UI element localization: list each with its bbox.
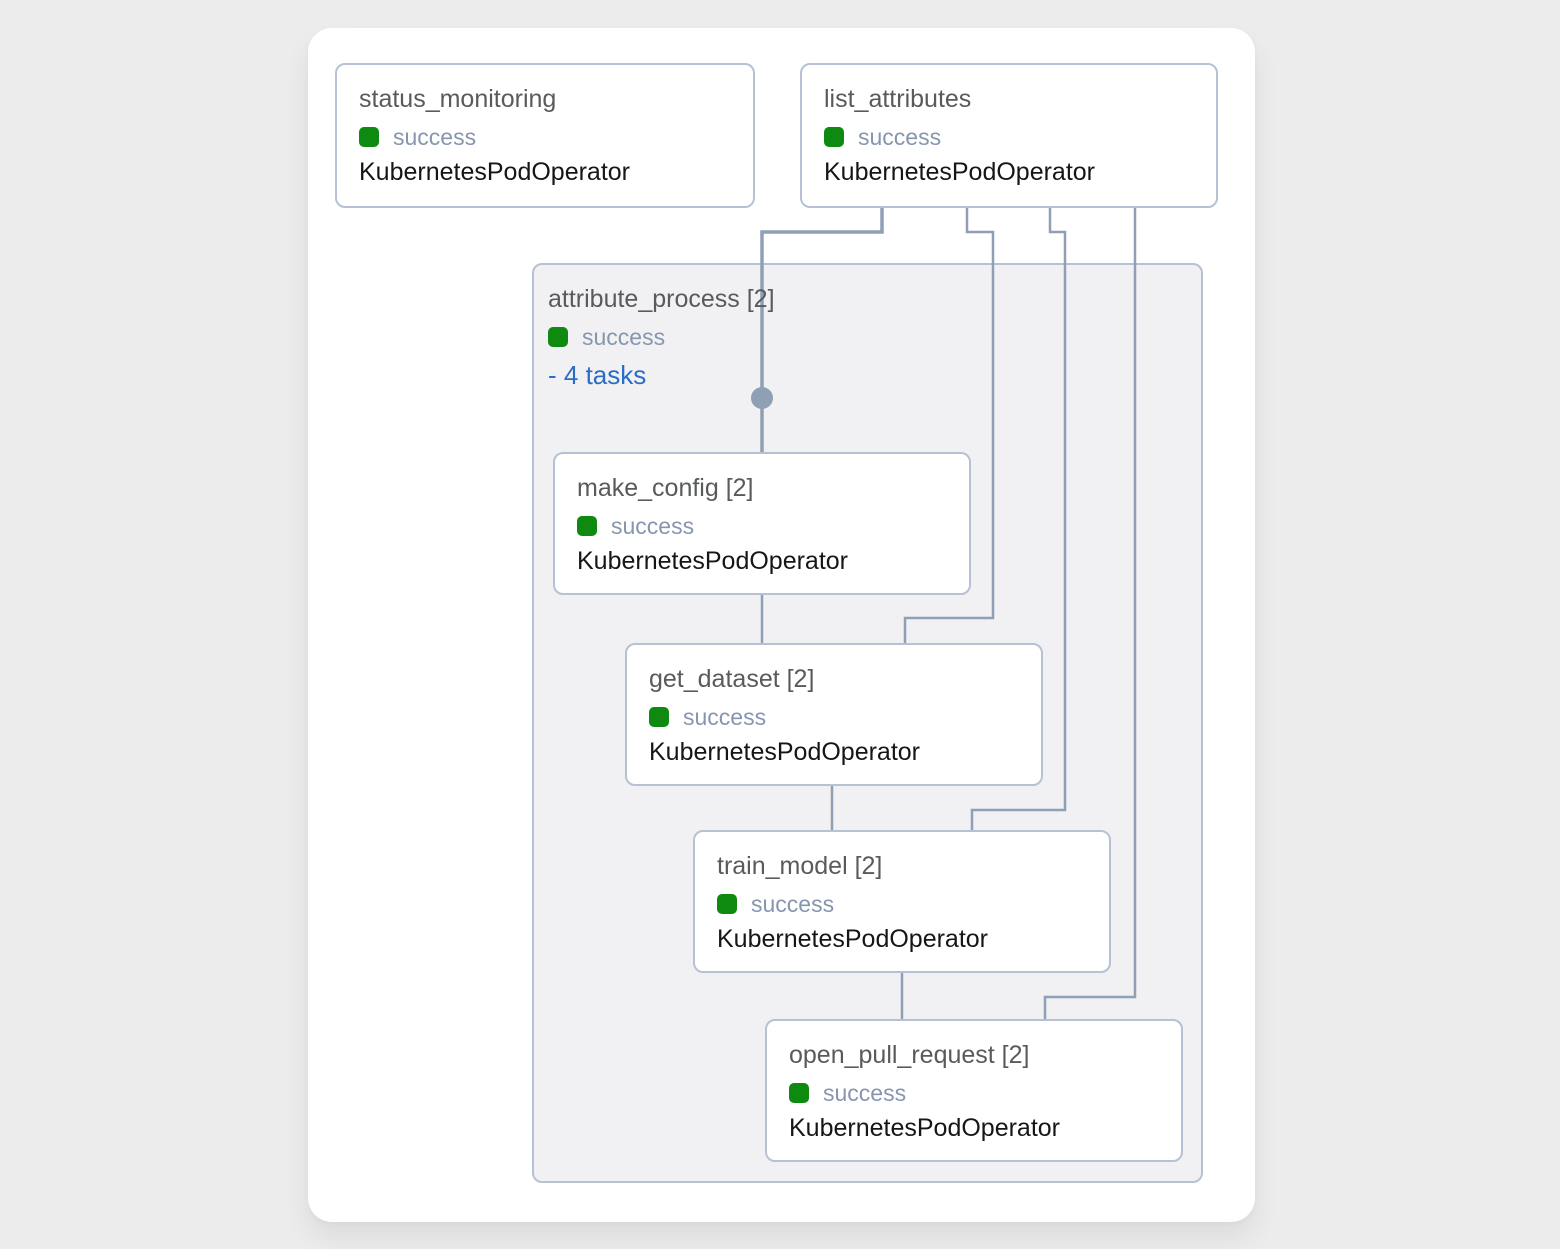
task-state: success [359, 124, 731, 150]
success-state-icon [717, 894, 737, 915]
task-title: list_attributes [824, 85, 972, 113]
task-state: success [824, 124, 1194, 150]
task-title: make_config [2] [577, 474, 754, 502]
operator-label: KubernetesPodOperator [359, 158, 631, 187]
task-state: success [717, 891, 1087, 917]
task-title: open_pull_request [2] [789, 1041, 1030, 1069]
task-group-header: attribute_process [2] success - 4 tasks [548, 284, 948, 391]
state-label: success [751, 890, 835, 917]
task-node-list-attributes[interactable]: list_attributes success KubernetesPodOpe… [800, 63, 1218, 208]
task-title: train_model [2] [717, 852, 883, 880]
state-label: success [582, 323, 666, 350]
operator-label: KubernetesPodOperator [789, 1114, 1061, 1143]
task-node-open-pull-request[interactable]: open_pull_request [2] success Kubernetes… [765, 1019, 1183, 1162]
task-title: get_dataset [2] [649, 665, 815, 693]
task-group-title[interactable]: attribute_process [2] [548, 285, 775, 313]
task-node-get-dataset[interactable]: get_dataset [2] success KubernetesPodOpe… [625, 643, 1043, 786]
operator-label: KubernetesPodOperator [717, 925, 989, 954]
task-state: success [649, 704, 1019, 730]
task-node-make-config[interactable]: make_config [2] success KubernetesPodOpe… [553, 452, 971, 595]
success-state-icon [359, 127, 379, 148]
edge-junction-dot [751, 387, 773, 409]
success-state-icon [649, 707, 669, 728]
success-state-icon [824, 127, 844, 148]
edge-list-attributes-to-open-pull-request [1043, 208, 1137, 1019]
state-label: success [393, 123, 477, 150]
operator-label: KubernetesPodOperator [649, 738, 921, 767]
state-label: success [683, 703, 767, 730]
task-title: status_monitoring [359, 85, 557, 113]
state-label: success [858, 123, 942, 150]
success-state-icon [789, 1083, 809, 1104]
success-state-icon [577, 516, 597, 537]
group-collapse-link[interactable]: - 4 tasks [548, 360, 647, 391]
edge-list-attributes-to-make-config [760, 208, 884, 452]
edge-list-attributes-to-train-model [970, 208, 1067, 830]
task-state: success [577, 513, 947, 539]
operator-label: KubernetesPodOperator [824, 158, 1096, 187]
task-node-train-model[interactable]: train_model [2] success KubernetesPodOpe… [693, 830, 1111, 973]
operator-label: KubernetesPodOperator [577, 547, 849, 576]
success-state-icon [548, 327, 568, 348]
task-state: success [789, 1080, 1159, 1106]
state-label: success [611, 512, 695, 539]
state-label: success [823, 1079, 907, 1106]
edge-list-attributes-to-get-dataset [903, 208, 995, 643]
task-node-status-monitoring[interactable]: status_monitoring success KubernetesPodO… [335, 63, 755, 208]
task-group-state: success [548, 324, 948, 350]
